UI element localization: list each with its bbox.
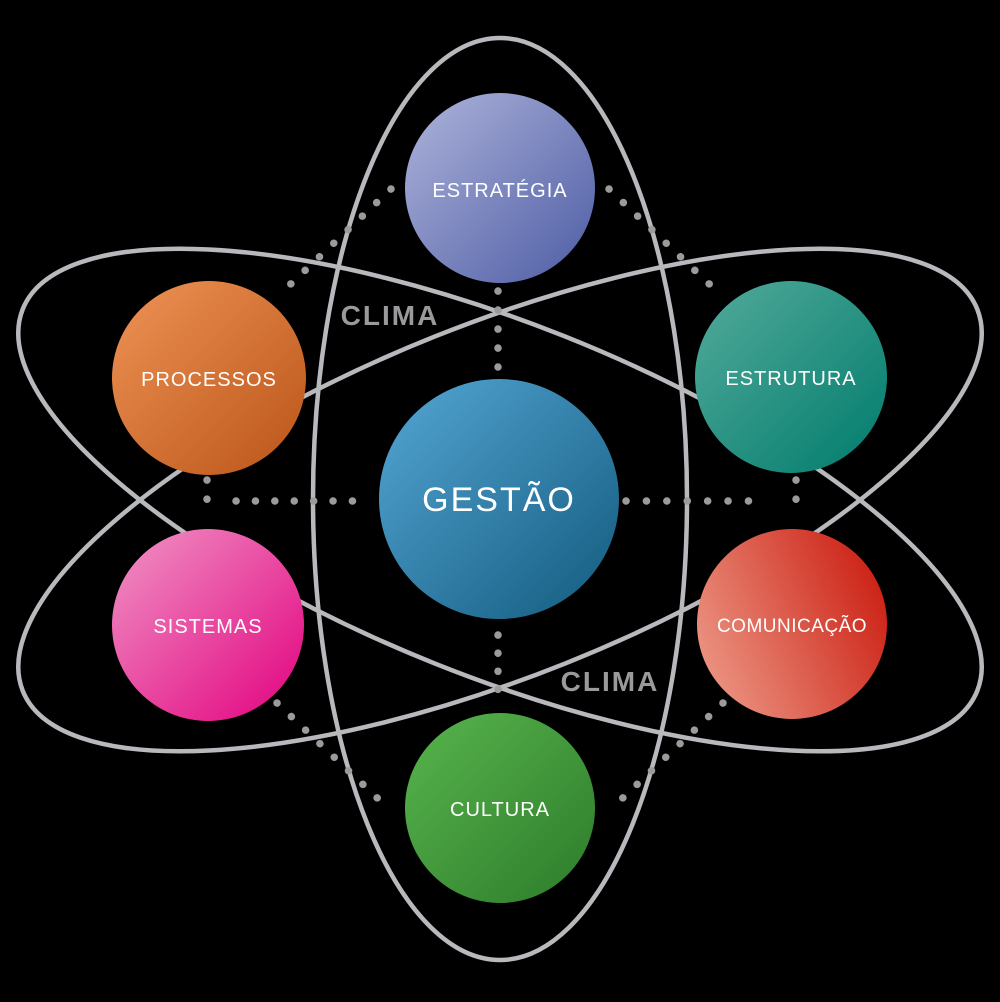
dotted-connector-group [203, 185, 800, 815]
node-estrutura: ESTRUTURA [695, 281, 887, 473]
node-label-estrutura: ESTRUTURA [725, 368, 856, 390]
node-circle-comunicacao [697, 529, 887, 719]
clima-label-lower: CLIMA [561, 666, 660, 697]
dotted-connector-sistemas-cultura [273, 699, 395, 815]
dotted-connector-estrategia-processos [273, 185, 395, 301]
node-circle-processos [112, 281, 306, 475]
node-label-cultura: CULTURA [450, 799, 550, 821]
node-gestao: GESTÃO [379, 379, 619, 619]
dotted-connector-estrategia-estrutura [605, 185, 727, 301]
node-estrategia: ESTRATÉGIA [405, 93, 595, 283]
clima-label-upper: CLIMA [341, 300, 440, 331]
orbit-ellipse-descending [16, 246, 984, 754]
node-processos: PROCESSOS [112, 281, 306, 475]
node-circle-gestao [379, 379, 619, 619]
node-label-comunicacao: COMUNICAÇÃO [717, 615, 867, 637]
node-cultura: CULTURA [405, 713, 595, 903]
node-label-gestao: GESTÃO [422, 481, 576, 519]
node-sistemas: SISTEMAS [112, 529, 304, 721]
node-circle-sistemas [112, 529, 304, 721]
node-circle-estrutura [695, 281, 887, 473]
dotted-connector-comunicacao-cultura [605, 699, 727, 815]
orbit-ellipse-ascending [16, 246, 984, 754]
node-comunicacao: COMUNICAÇÃO [697, 529, 887, 719]
node-label-estrategia: ESTRATÉGIA [432, 179, 567, 202]
node-circle-cultura [405, 713, 595, 903]
node-label-sistemas: SISTEMAS [153, 616, 262, 638]
node-circle-estrategia [405, 93, 595, 283]
node-label-processos: PROCESSOS [141, 369, 277, 391]
